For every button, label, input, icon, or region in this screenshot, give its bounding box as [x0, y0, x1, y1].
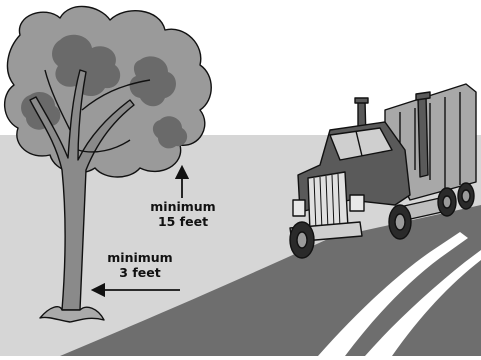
wheel	[438, 188, 456, 216]
horizontal-clearance-line1: minimum	[100, 250, 180, 265]
exhaust-stack	[418, 96, 428, 177]
wheel	[389, 205, 411, 239]
wheel	[458, 183, 474, 209]
wheel	[290, 222, 314, 258]
vertical-clearance-line1: minimum	[145, 199, 221, 214]
vertical-clearance-line2: 15 feet	[145, 214, 221, 229]
horizontal-clearance-label: minimum 3 feet	[100, 250, 180, 280]
horizontal-clearance-line2: 3 feet	[100, 265, 180, 280]
vertical-clearance-label: minimum 15 feet	[145, 199, 221, 229]
